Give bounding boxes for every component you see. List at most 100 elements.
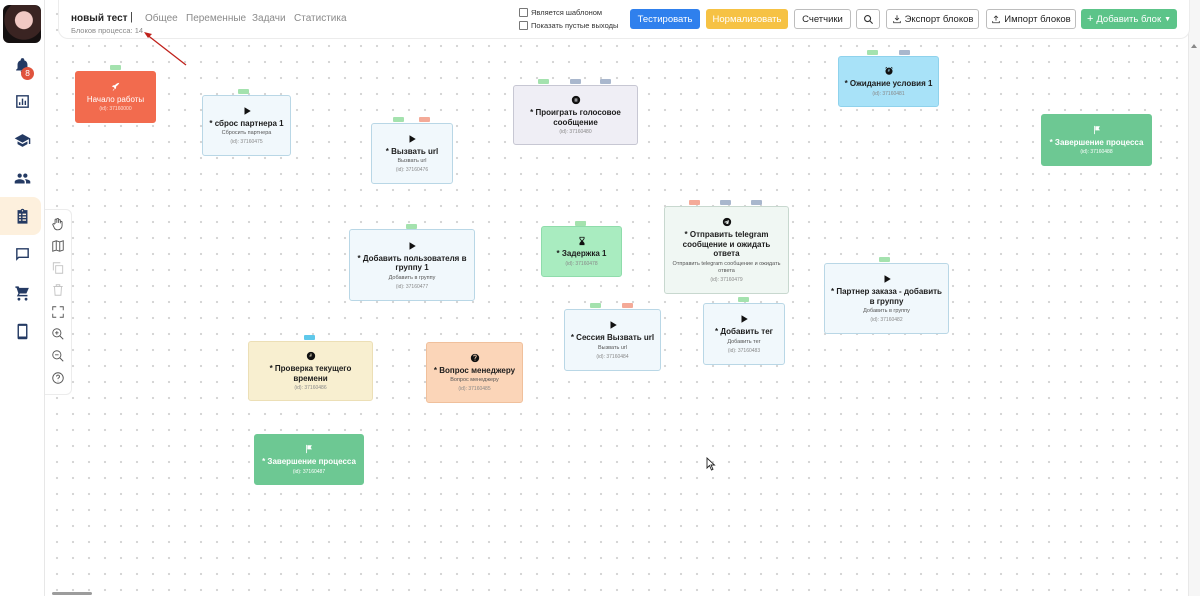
sidebar-item-mobile[interactable] — [8, 317, 36, 345]
block-end-process-2[interactable]: * Завершение процесса (id): 37160487 — [254, 434, 364, 485]
show-empty-outputs-checkbox-row[interactable]: Показать пустые выходы — [519, 21, 618, 30]
block-port[interactable] — [110, 65, 121, 70]
sidebar-item-chat[interactable] — [8, 240, 36, 268]
show-empty-outputs-label: Показать пустые выходы — [531, 21, 619, 30]
sidebar-item-processes[interactable] — [8, 202, 36, 230]
sidebar-item-statistics[interactable] — [8, 87, 36, 115]
block-play-voice[interactable]: * Проиграть голосовое сообщение (id): 37… — [513, 85, 638, 145]
zoom-out-tool[interactable] — [49, 347, 67, 365]
sidebar-item-users[interactable] — [8, 164, 36, 192]
block-subtitle: Сбросить партнера — [221, 130, 272, 137]
block-port[interactable] — [879, 257, 890, 262]
block-wait-condition[interactable]: * Ожидание условия 1 (id): 37160481 — [838, 56, 939, 107]
block-id: (id): 37160487 — [292, 468, 326, 475]
block-id: (id): 37160478 — [565, 260, 598, 267]
block-subtitle: Вызвать url — [397, 158, 427, 165]
block-port[interactable] — [393, 117, 404, 122]
block-port[interactable] — [570, 79, 581, 84]
tab-statistics[interactable]: Статистика — [294, 13, 347, 24]
block-id: (id): 37160476 — [395, 167, 429, 174]
import-blocks-button[interactable]: Импорт блоков — [986, 9, 1076, 29]
block-port[interactable] — [899, 50, 910, 55]
copy-icon — [52, 262, 64, 274]
counters-button[interactable]: Счетчики — [794, 9, 851, 29]
block-port[interactable] — [590, 303, 601, 308]
export-blocks-label: Экспорт блоков — [904, 13, 974, 25]
test-button[interactable]: Тестировать — [630, 9, 700, 29]
block-port[interactable] — [720, 200, 731, 205]
block-port[interactable] — [600, 79, 611, 84]
block-check-time[interactable]: * Проверка текущего времени (id): 371604… — [248, 341, 373, 401]
block-port[interactable] — [751, 200, 762, 205]
block-call-url[interactable]: * Вызвать url Вызвать url (id): 37160476 — [371, 123, 453, 184]
delete-tool[interactable] — [49, 281, 67, 299]
block-port[interactable] — [304, 335, 315, 340]
block-subtitle: Вызвать url — [598, 344, 627, 351]
block-id: (id): 37160480 — [559, 129, 592, 135]
sidebar-item-education[interactable] — [8, 126, 36, 154]
rocket-icon — [111, 82, 119, 91]
header-separator: | — [130, 11, 133, 23]
scroll-up-arrow-icon[interactable] — [1191, 44, 1197, 48]
is-template-checkbox-row[interactable]: Является шаблоном — [519, 8, 602, 17]
block-port[interactable] — [538, 79, 549, 84]
tab-tasks[interactable]: Задачи — [252, 13, 286, 24]
export-blocks-button[interactable]: Экспорт блоков — [886, 9, 979, 29]
help-tool[interactable] — [49, 369, 67, 387]
sidebar-item-shop[interactable] — [8, 279, 36, 307]
zoom-in-tool[interactable] — [49, 325, 67, 343]
block-start[interactable]: Начало работы (id): 37160000 — [75, 71, 156, 123]
block-telegram-message[interactable]: * Отправить telegram сообщение и ожидать… — [664, 206, 789, 294]
block-port[interactable] — [419, 117, 430, 122]
block-delay[interactable]: * Задержка 1 (id): 37160478 — [541, 226, 622, 277]
normalize-button-label: Нормализовать — [712, 13, 782, 25]
normalize-button[interactable]: Нормализовать — [706, 9, 788, 29]
block-port[interactable] — [867, 50, 878, 55]
block-port[interactable] — [406, 224, 417, 229]
block-port[interactable] — [238, 89, 249, 94]
block-manager-question[interactable]: * Вопрос менеджеру Вопрос менеджеру (id)… — [426, 342, 523, 403]
block-id: (id): 37160481 — [872, 90, 905, 97]
copy-tool[interactable] — [49, 259, 67, 277]
block-id: (id): 37160486 — [294, 385, 327, 391]
vertical-scrollbar[interactable] — [1188, 0, 1200, 596]
left-sidebar: 8 — [0, 0, 45, 596]
block-id: (id): 37160488 — [1080, 149, 1113, 156]
telegram-icon — [722, 218, 731, 227]
block-add-user-to-group[interactable]: * Добавить пользователя в группу 1 Добав… — [349, 229, 475, 301]
block-subtitle: Добавить в группу — [388, 274, 436, 281]
block-order-partner-add-group[interactable]: * Партнер заказа - добавить в группу Доб… — [824, 263, 949, 334]
block-session-call-url[interactable]: * Сессия Вызвать url Вызвать url (id): 3… — [564, 309, 661, 371]
caret-down-icon: ▼ — [1164, 15, 1172, 23]
block-port[interactable] — [689, 200, 700, 205]
cart-icon — [14, 285, 29, 301]
block-port[interactable] — [622, 303, 633, 308]
hand-tool[interactable] — [49, 215, 67, 233]
block-port[interactable] — [575, 221, 586, 226]
block-add-tag[interactable]: * Добавить тег Добавить тег (id): 371604… — [703, 303, 785, 365]
avatar[interactable] — [3, 5, 41, 43]
fullscreen-tool[interactable] — [49, 303, 67, 321]
users-icon — [14, 173, 30, 183]
block-id: (id): 37160000 — [99, 106, 132, 113]
tab-general[interactable]: Общее — [145, 13, 178, 24]
tab-variables[interactable]: Переменные — [186, 13, 247, 24]
block-end-process[interactable]: * Завершение процесса (id): 37160488 — [1041, 114, 1152, 166]
show-empty-outputs-checkbox[interactable] — [519, 21, 528, 30]
help-icon — [52, 372, 64, 384]
block-reset-partner[interactable]: * сброс партнера 1 Сбросить партнера (id… — [202, 95, 291, 156]
block-subtitle: Добавить тег — [727, 338, 761, 345]
search-button[interactable] — [856, 9, 880, 29]
horizontal-scrollbar-thumb[interactable] — [52, 592, 92, 595]
is-template-checkbox[interactable] — [519, 8, 528, 17]
clipboard-icon — [17, 208, 27, 224]
block-title: * Добавить тег — [714, 327, 773, 337]
block-id: (id): 37160482 — [870, 317, 903, 323]
play-icon — [884, 275, 891, 283]
add-block-button[interactable]: + Добавить блок ▼ — [1081, 9, 1177, 29]
process-name[interactable]: новый тест — [71, 13, 128, 24]
block-title: * Сессия Вызвать url — [570, 333, 655, 343]
flag-icon — [1093, 125, 1100, 134]
minimap-tool[interactable] — [49, 237, 67, 255]
block-port[interactable] — [738, 297, 749, 302]
